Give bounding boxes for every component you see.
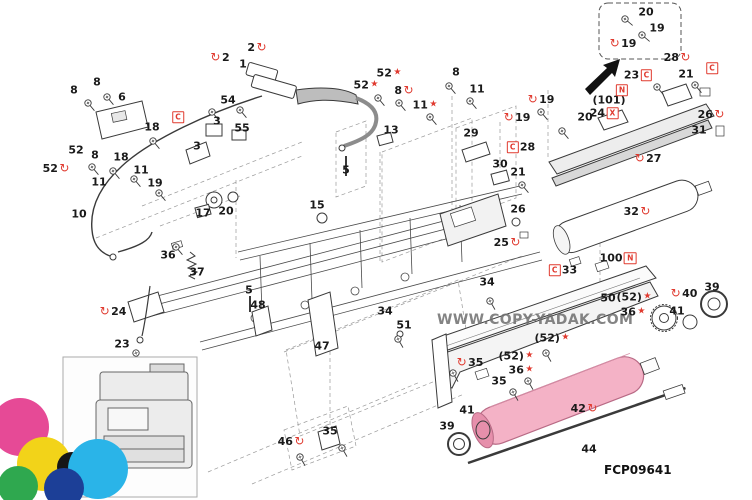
harness-wire	[91, 95, 263, 261]
center-brackets	[249, 291, 404, 357]
figure-code: FCP09641	[604, 463, 672, 477]
product-photo	[0, 356, 198, 500]
color-dots	[0, 398, 128, 500]
gear-cluster	[194, 156, 347, 224]
shaft-rod	[467, 384, 686, 465]
pink-roller-highlighted	[471, 352, 660, 449]
left-lower-parts	[127, 240, 490, 451]
top-right-inset	[598, 2, 682, 60]
fuser-assembly	[431, 83, 725, 409]
pcb-board	[95, 100, 149, 140]
watermark: WWW.COPY-YADAK.COM	[437, 312, 634, 328]
inset-arrow-icon	[585, 59, 620, 95]
duplex-unit	[439, 141, 529, 247]
top-cable-assembly	[185, 62, 394, 165]
rings-and-gear	[447, 290, 728, 456]
